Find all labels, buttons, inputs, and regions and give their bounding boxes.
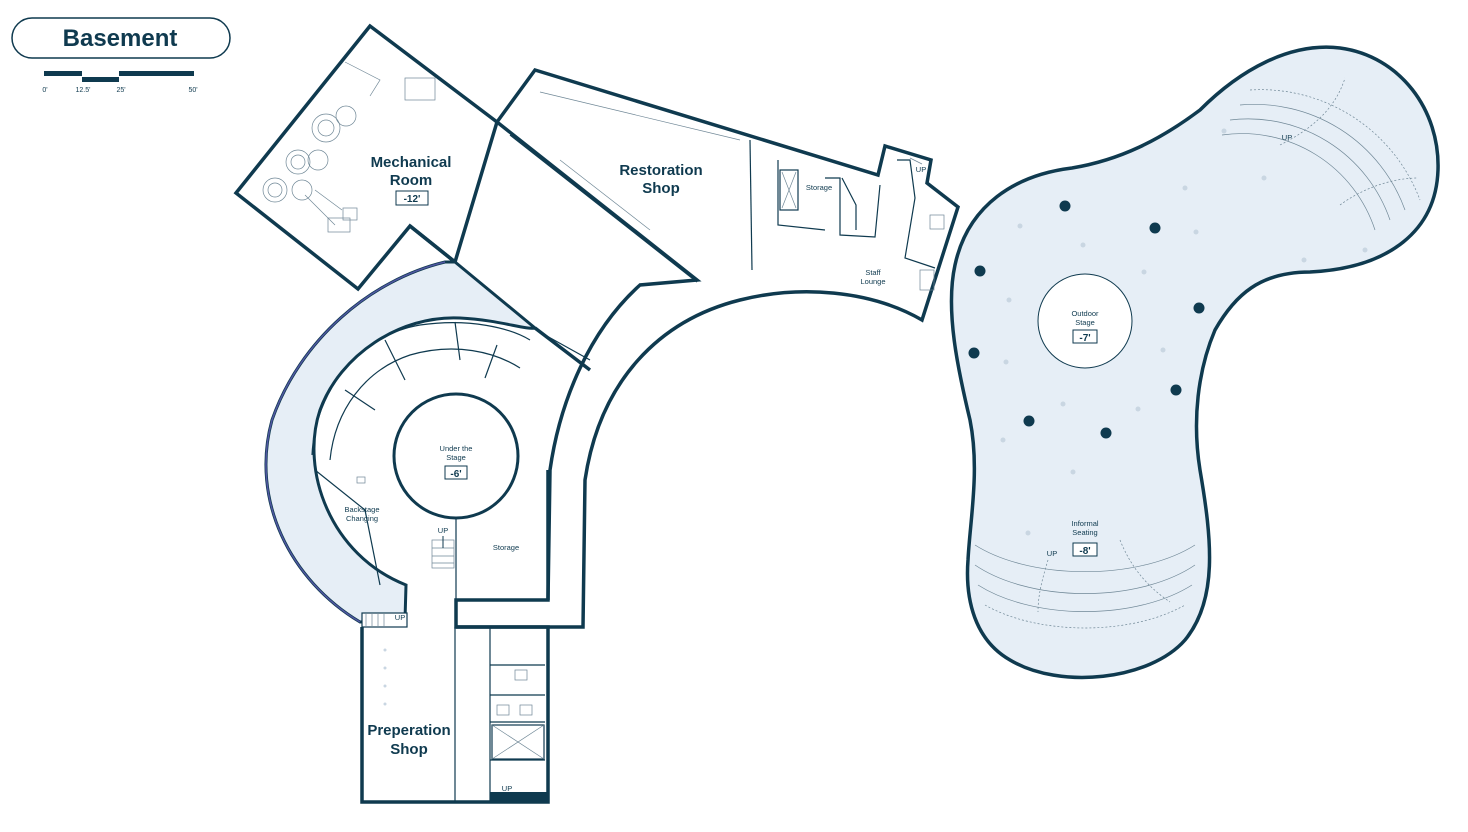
informal-seating-elevation: -8'	[1079, 546, 1090, 557]
scale-label-25: 25'	[116, 87, 125, 94]
mechanical-room: Mechanical Room -12'	[233, 23, 500, 292]
staff-lounge-label-2: Lounge	[860, 277, 885, 286]
prep-up-label: UP	[502, 784, 512, 793]
outdoor-stage	[1037, 273, 1133, 369]
outdoor-amphitheater: UP UP Outdoor Stage -7' I	[949, 45, 1440, 680]
outdoor-stage-elevation: -7'	[1079, 333, 1090, 344]
scale-label-0: 0'	[42, 87, 47, 94]
restoration-shop-label-2: Shop	[642, 180, 680, 197]
preperation-shop: UP UP Preperation Shop	[360, 612, 550, 804]
preperation-shop-label-1: Preperation	[367, 722, 450, 739]
amphitheater-outline	[949, 45, 1440, 680]
backstage-label-2: Changing	[346, 514, 378, 523]
amphi-bottom-up-label: UP	[1047, 549, 1057, 558]
under-stage-up-label: UP	[438, 526, 448, 535]
mechanical-room-label-2: Room	[390, 172, 433, 189]
under-stage-elevation: -6'	[450, 469, 461, 480]
plan-title: Basement	[63, 25, 178, 52]
scale-bar: 0' 12.5' 25' 50'	[42, 71, 198, 94]
mechanical-room-label-1: Mechanical	[371, 154, 452, 171]
informal-seating-label-2: Seating	[1072, 528, 1097, 537]
staff-lounge-label-1: Staff	[865, 268, 881, 277]
storage-up-label: UP	[916, 165, 926, 174]
storage-upper-label: Storage	[806, 183, 832, 192]
outdoor-stage-label-2: Stage	[1075, 318, 1095, 327]
title-block: Basement	[11, 17, 231, 59]
scale-label-12-5: 12.5'	[76, 87, 91, 94]
backstage-ring: Under the Stage -6' UP Backstage Changin…	[264, 224, 592, 624]
amphi-top-up-label: UP	[1282, 133, 1292, 142]
storage-lower-label: Storage	[493, 543, 519, 552]
preperation-shop-label-2: Shop	[390, 741, 428, 758]
under-stage-label-2: Stage	[446, 453, 466, 462]
backstage-up-label: UP	[395, 613, 405, 622]
backstage-label-1: Backstage	[344, 505, 379, 514]
informal-seating-label-1: Informal	[1071, 519, 1098, 528]
outdoor-stage-label-1: Outdoor	[1071, 309, 1099, 318]
scale-label-50: 50'	[188, 87, 197, 94]
restoration-shop: Restoration Shop Storage Staff Lounge UP	[454, 67, 961, 629]
under-stage-label-1: Under the	[440, 444, 473, 453]
title-frame	[11, 17, 231, 59]
restoration-shop-label-1: Restoration	[619, 162, 702, 179]
mechanical-room-elevation: -12'	[404, 194, 421, 205]
